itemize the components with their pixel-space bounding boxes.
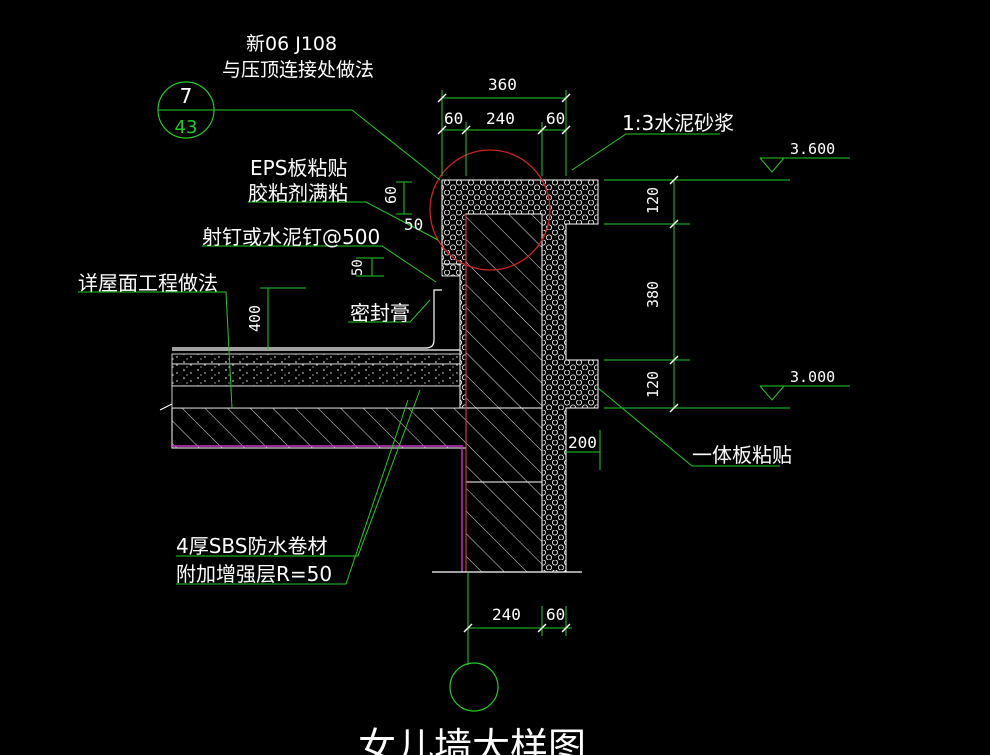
board-label: 一体板粘贴 xyxy=(692,443,792,467)
dim-120a: 120 xyxy=(644,187,662,214)
eps-label-2: 胶粘剂满粘 xyxy=(248,181,348,205)
elev-top: 3.600 xyxy=(790,140,835,158)
roof-screed-layer xyxy=(171,353,461,365)
dim-60b: 60 xyxy=(546,109,565,128)
dim-60v: 60 xyxy=(382,186,400,204)
highlight-circle xyxy=(429,149,551,271)
dim-50a: 50 xyxy=(404,215,423,234)
detail-num: 7 xyxy=(180,84,193,108)
dim-380: 380 xyxy=(644,281,662,308)
concrete-wall xyxy=(465,213,543,573)
dim-240b: 240 xyxy=(492,605,521,624)
detail-sheet: 43 xyxy=(175,117,198,138)
sealant-label: 密封膏 xyxy=(350,301,410,325)
dim-120b: 120 xyxy=(644,371,662,398)
mortar-label: 1:3水泥砂浆 xyxy=(622,111,734,135)
eps-inner-strip xyxy=(441,263,461,277)
dim-240a: 240 xyxy=(486,109,515,128)
detail-ref-leader-2 xyxy=(351,109,441,181)
dim-360: 360 xyxy=(488,75,517,94)
nail-label: 射钉或水泥钉@500 xyxy=(202,225,380,249)
dimension-lines xyxy=(260,90,850,636)
dim-200: 200 xyxy=(568,433,597,452)
axis-bubble xyxy=(449,662,499,712)
sbs-membrane-up xyxy=(172,289,442,349)
ref-code: 新06 J108 xyxy=(246,33,337,55)
roof-leveling-layer xyxy=(171,385,461,409)
sbs-label-1: 4厚SBS防水卷材 xyxy=(176,534,327,558)
leaders xyxy=(78,133,780,585)
dim-ticks xyxy=(437,93,679,633)
eps-label-1: EPS板粘贴 xyxy=(250,156,347,180)
dim-50b: 50 xyxy=(350,259,366,276)
roof-label: 详屋面工程做法 xyxy=(78,271,218,295)
slab-break-line xyxy=(159,403,173,411)
roof-slab xyxy=(171,407,471,449)
dim-400: 400 xyxy=(246,305,264,332)
drawing-title: 女儿墙大样图 xyxy=(358,725,586,755)
sbs-membrane xyxy=(172,445,463,572)
dim-60a: 60 xyxy=(444,109,463,128)
dim-60c: 60 xyxy=(546,605,565,624)
elev-bot: 3.000 xyxy=(790,368,835,386)
roof-insulation-layer xyxy=(171,363,461,387)
sbs-label-2: 附加增强层R=50 xyxy=(176,562,332,586)
ref-desc: 与压顶连接处做法 xyxy=(222,59,374,81)
